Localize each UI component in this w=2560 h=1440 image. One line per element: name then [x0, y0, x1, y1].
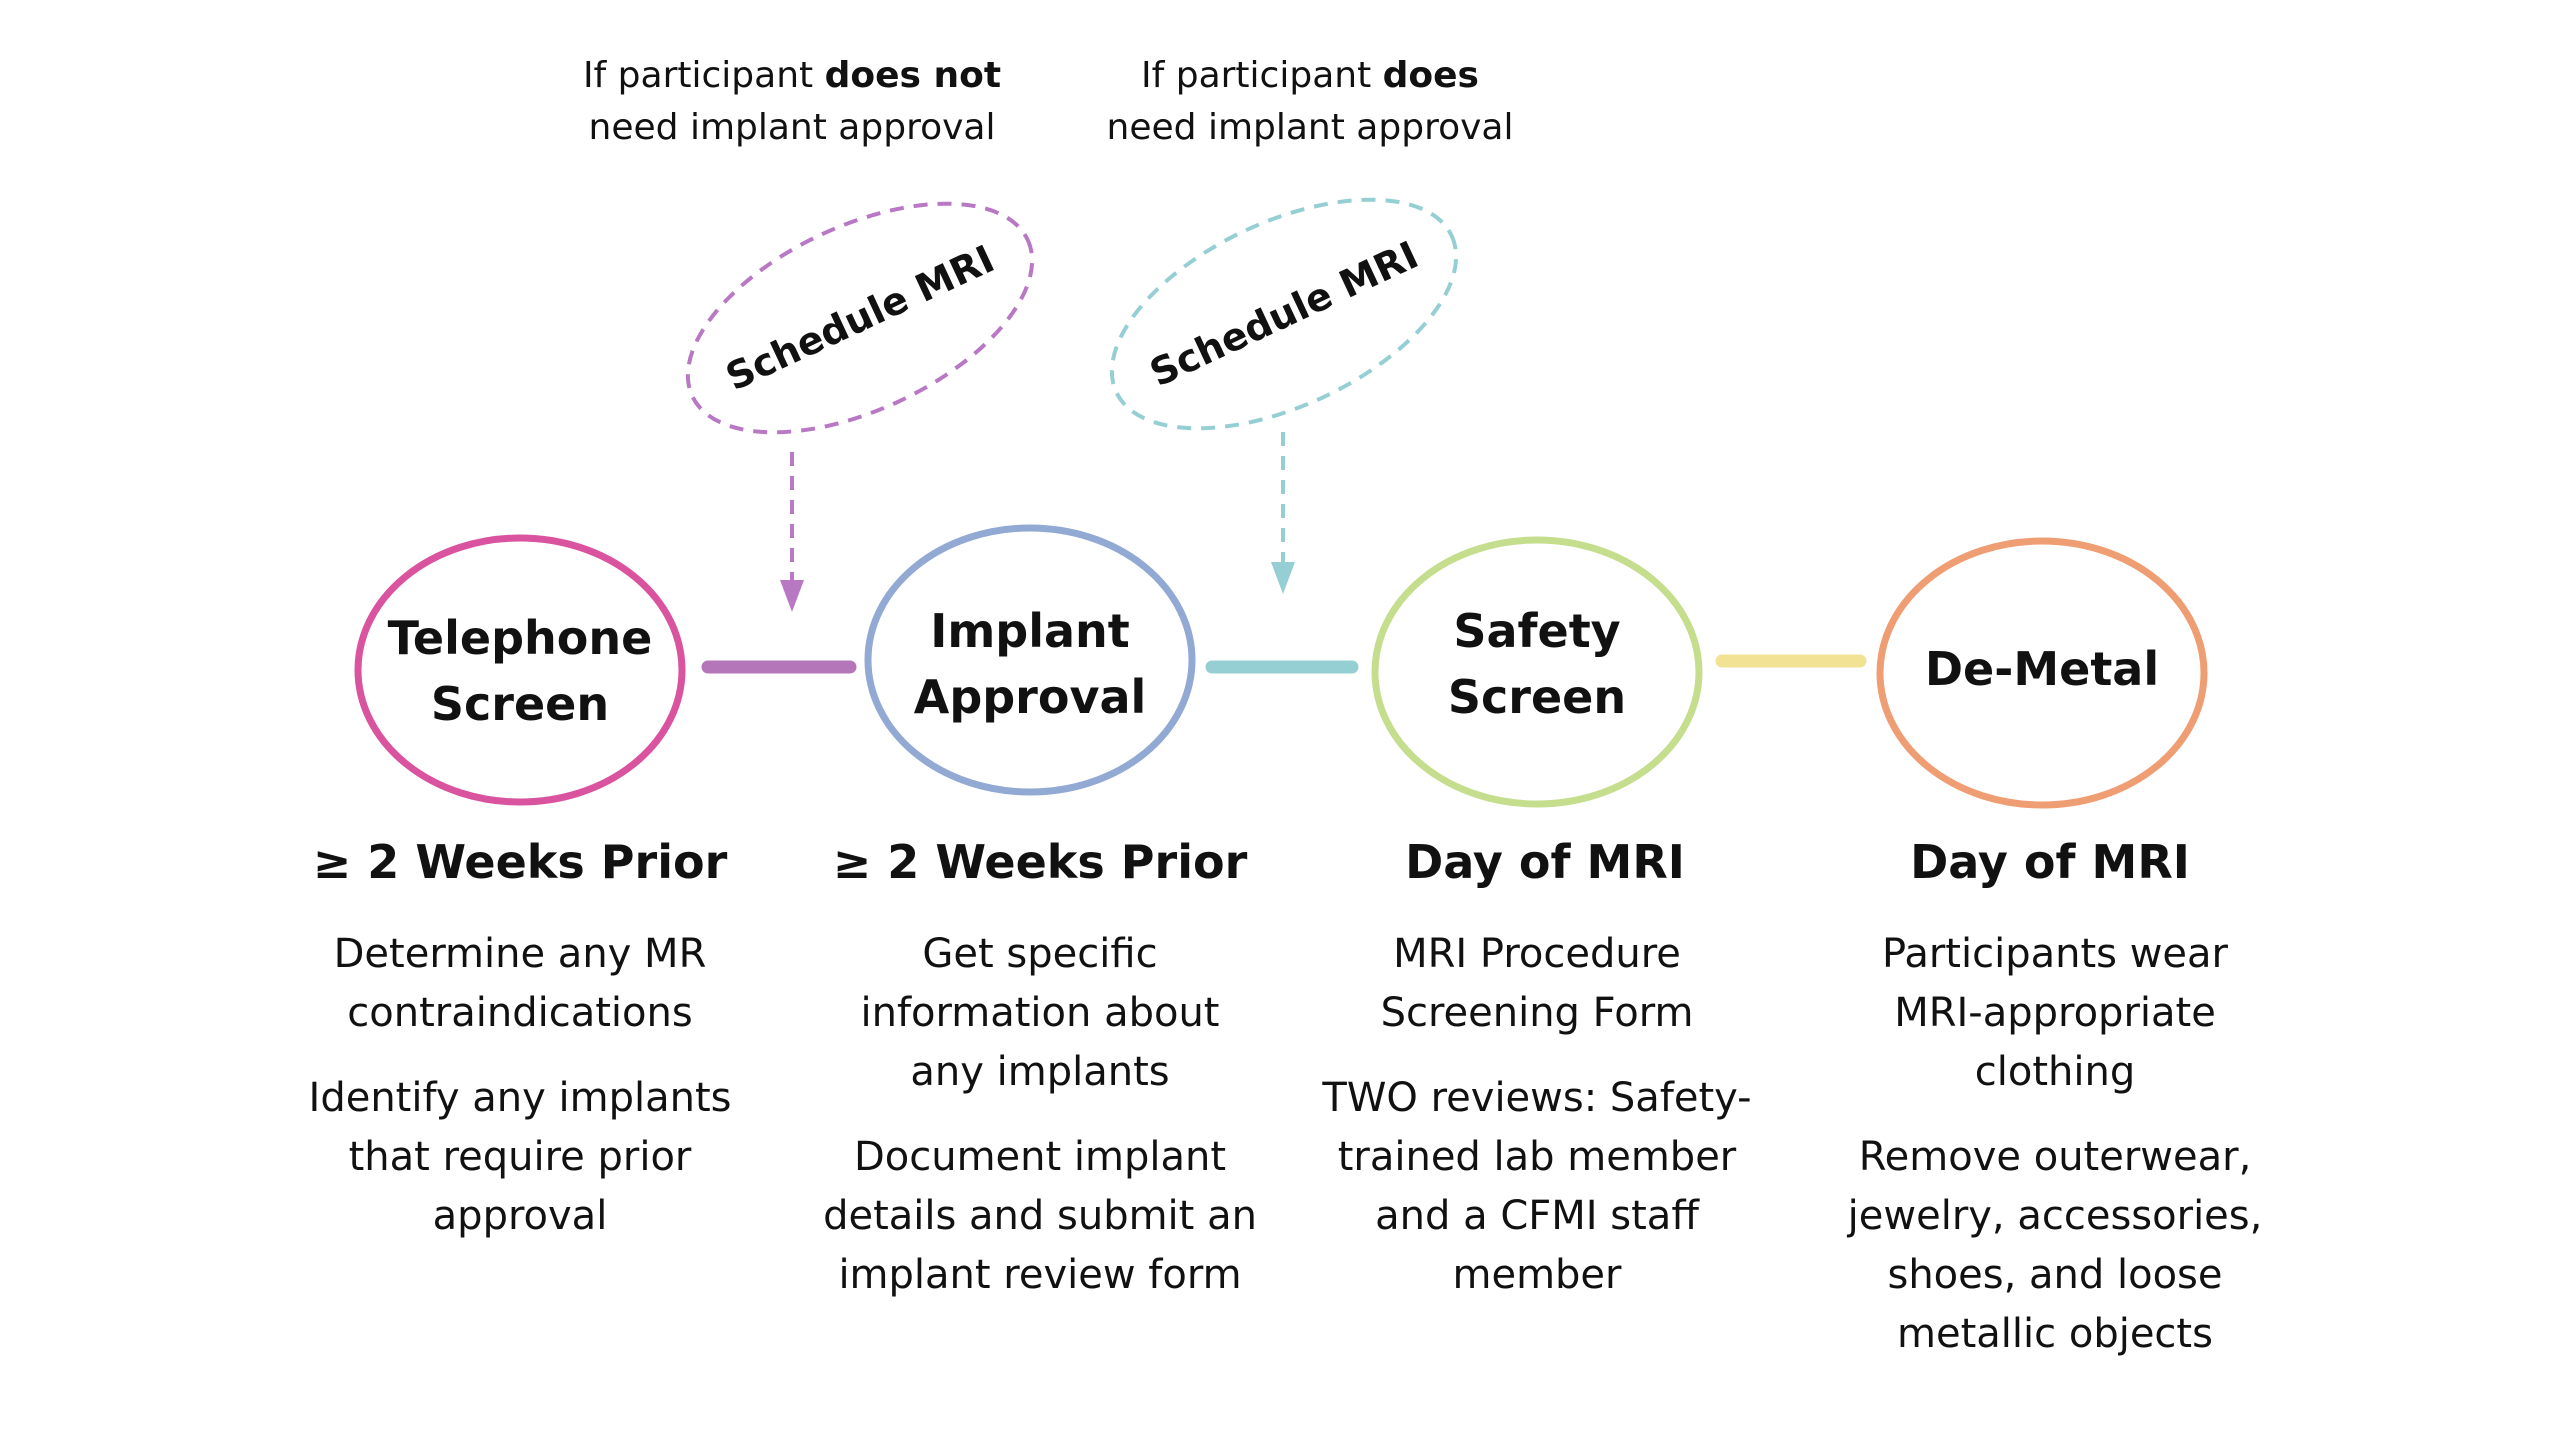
schedule-bubble-outline-2: [1109, 197, 1459, 431]
note-approval-suffix: need implant approval: [1106, 107, 1514, 148]
schedule-mri-label-1: Schedule MRI: [719, 237, 1001, 400]
step-description: Get specific information about any impla…: [860, 931, 1220, 1095]
step-descriptions-telephone-screen: Determine any MR contraindications Ident…: [260, 925, 780, 1246]
step-timing-implant-approval: ≥ 2 Weeks Prior: [832, 835, 1248, 889]
note-no-approval-suffix: need implant approval: [588, 107, 996, 148]
step-description: Remove outerwear, jewelry, accessories, …: [1847, 1134, 2263, 1357]
step-title-line: Screen: [430, 677, 610, 731]
step-description: TWO reviews: Safety-trained lab member a…: [1322, 1075, 1752, 1298]
step-circle-telephone-screen: [354, 534, 686, 806]
step-circle-de-metal: [1876, 537, 2208, 809]
step-description: Participants wear MRI-appropriate clothi…: [1882, 931, 2228, 1095]
step-timing-safety-screen: Day of MRI: [1405, 835, 1685, 889]
note-approval: If participant does need implant approva…: [1030, 50, 1590, 154]
schedule-mri-label-2: Schedule MRI: [1143, 233, 1425, 396]
schedule-arrow-head-1: [780, 580, 804, 612]
schedule-arrow-head-2: [1271, 562, 1295, 594]
step-description: Identify any implants that require prior…: [308, 1075, 732, 1239]
step-title-safety-screen: Safety Screen: [1377, 598, 1697, 730]
step-description: Document implant details and submit an i…: [823, 1134, 1257, 1298]
step-circle-safety-screen: [1371, 536, 1703, 808]
step-descriptions-implant-approval: Get specific information about any impla…: [780, 925, 1300, 1305]
step-title-line: De-Metal: [1924, 642, 2160, 696]
step-description: Determine any MR contraindications: [333, 931, 707, 1036]
note-approval-emphasis: does: [1382, 55, 1479, 96]
note-no-approval: If participant does not need implant app…: [512, 50, 1072, 154]
step-title-implant-approval: Implant Approval: [870, 598, 1190, 730]
step-title-line: Telephone: [387, 611, 653, 665]
note-no-approval-emphasis: does not: [824, 55, 1002, 96]
step-title-de-metal: De-Metal: [1882, 636, 2202, 702]
step-timing-de-metal: Day of MRI: [1910, 835, 2190, 889]
step-title-line: Approval: [913, 670, 1147, 724]
step-title-line: Screen: [1447, 670, 1627, 724]
schedule-mri-bubble-2: Schedule MRI: [1109, 197, 1459, 431]
step-timing-telephone-screen: ≥ 2 Weeks Prior: [312, 835, 728, 889]
step-title-telephone-screen: Telephone Screen: [360, 605, 680, 737]
note-approval-prefix: If participant: [1140, 55, 1383, 96]
step-title-line: Implant: [930, 604, 1130, 658]
step-circle-implant-approval: [864, 524, 1196, 796]
step-title-line: Safety: [1453, 604, 1621, 658]
step-descriptions-safety-screen: MRI Procedure Screening Form TWO reviews…: [1277, 925, 1797, 1305]
note-no-approval-prefix: If participant: [582, 55, 825, 96]
step-descriptions-de-metal: Participants wear MRI-appropriate clothi…: [1795, 925, 2315, 1364]
schedule-bubble-outline-1: [685, 201, 1035, 435]
step-description: MRI Procedure Screening Form: [1380, 931, 1694, 1036]
schedule-mri-bubble-1: Schedule MRI: [685, 201, 1035, 435]
